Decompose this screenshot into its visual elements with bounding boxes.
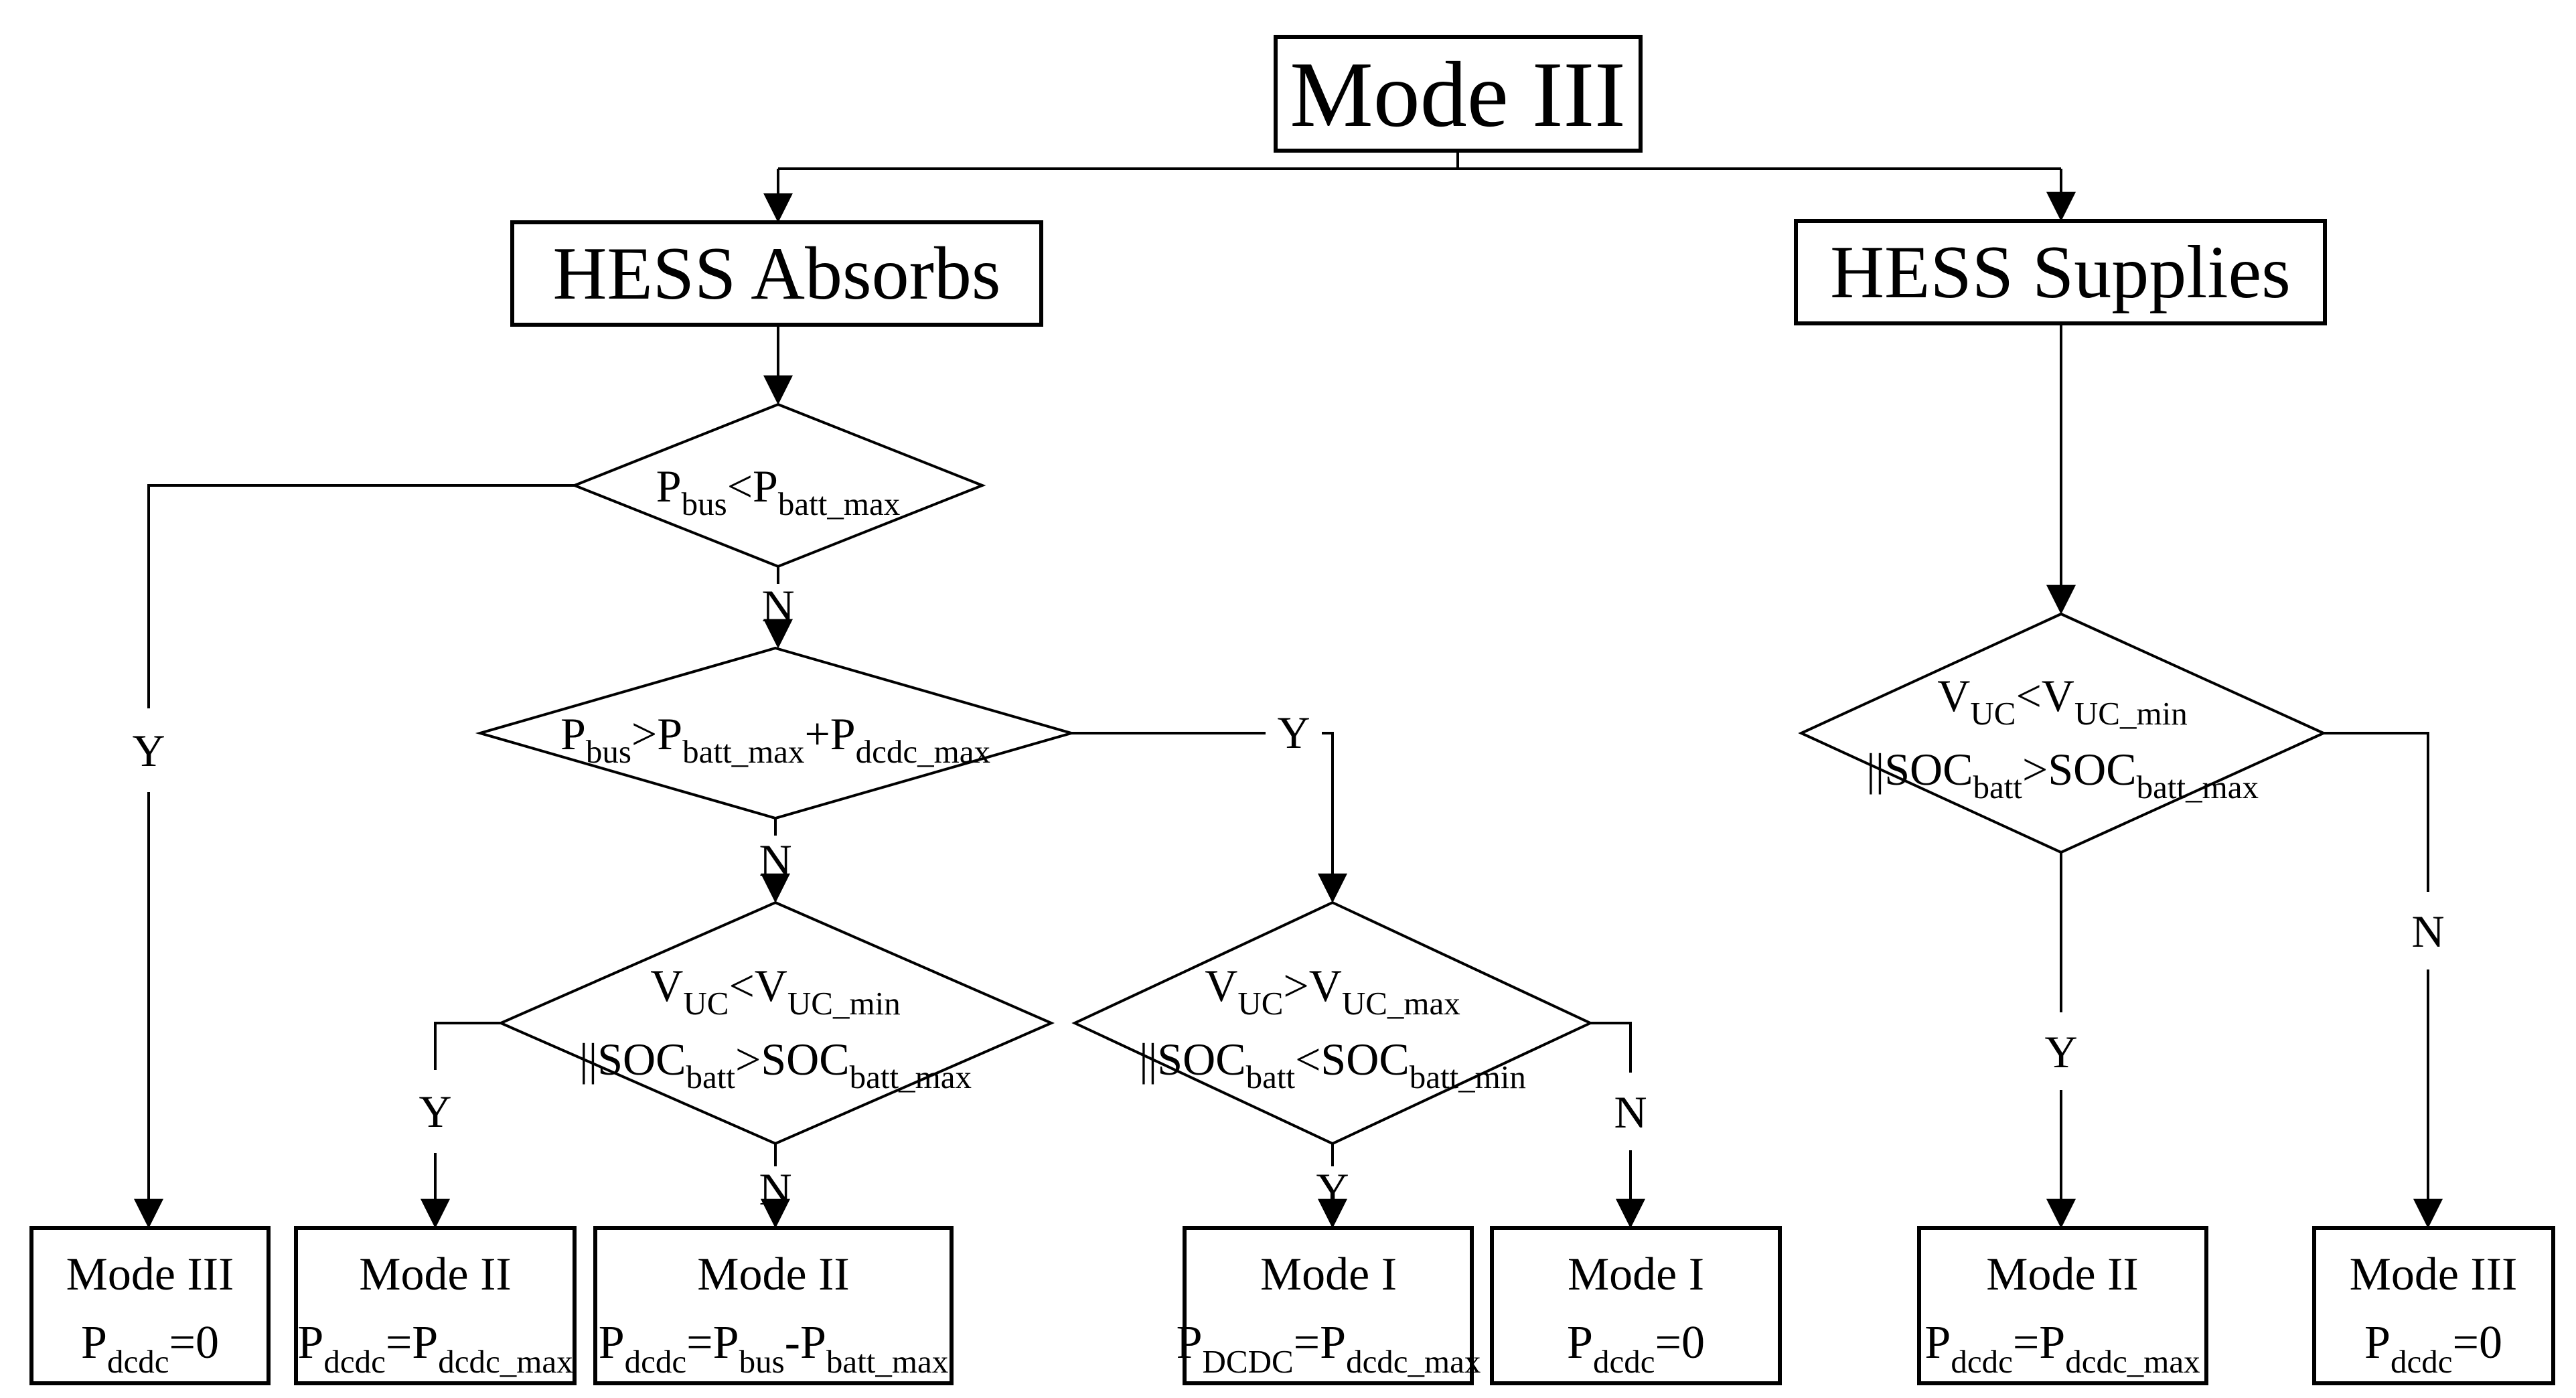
label-yes-d5: Y <box>2044 1026 2077 1077</box>
outcome-5-box <box>1490 1226 1782 1385</box>
root-box <box>1274 35 1643 153</box>
outcome-7-box <box>2312 1226 2555 1385</box>
outcome-7-title: Mode III <box>2350 1249 2518 1300</box>
outcome-1-title: Mode III <box>66 1249 234 1300</box>
decision-2-diamond <box>475 646 1077 820</box>
outcome-5-formula: Pdcdc=0 <box>1567 1317 1705 1380</box>
hess-supplies-box <box>1794 219 2327 325</box>
outcome-2-box <box>294 1226 577 1385</box>
outcome-box-2: Mode II Pdcdc=Pdcdc_max <box>294 1226 577 1385</box>
outcome-6-title: Mode II <box>1986 1249 2138 1300</box>
outcome-6-formula: Pdcdc=Pdcdc_max <box>1924 1317 2200 1380</box>
outcome-4-formula: PDCDC=Pdcdc_max <box>1177 1317 1481 1380</box>
outcome-6-box <box>1917 1226 2208 1385</box>
decision-3-label-line1: VUC<VUC_min <box>650 960 900 1022</box>
outcome-3-box <box>593 1226 954 1385</box>
outcome-box-6: Mode II Pdcdc=Pdcdc_max <box>1917 1226 2208 1385</box>
outcome-5-title: Mode I <box>1568 1249 1704 1300</box>
label-yes-d1: Y <box>132 725 165 776</box>
outcome-1-box <box>29 1226 271 1385</box>
label-yes-d4: Y <box>1316 1164 1349 1215</box>
root-label: Mode III <box>1290 43 1625 147</box>
edge-d2-yes-b <box>1318 732 1347 903</box>
decision-pbus-gt-sum: Pbus>Pbatt_max+Pdcdc_max <box>475 646 1077 820</box>
edge-d1-yes-a <box>147 484 575 708</box>
decision-3-label-line2: ||SOCbatt>SOCbatt_max <box>579 1034 972 1095</box>
edge-d5-no-a <box>2324 732 2429 892</box>
outcome-1-formula: Pdcdc=0 <box>81 1317 219 1380</box>
decision-5-diamond <box>1798 612 2327 854</box>
label-no-d5: N <box>2411 906 2444 957</box>
edge-d3-yes-a <box>434 1022 501 1070</box>
edges <box>134 151 2443 1229</box>
outcome-box-3: Mode II Pdcdc=Pbus-Pbatt_max <box>593 1226 954 1385</box>
decision-pbus-lt-pbattmax: Pbus<Pbatt_max <box>571 402 986 568</box>
outcome-box-4: Mode I PDCDC=Pdcdc_max <box>1177 1226 1481 1385</box>
outcome-3-formula: Pdcdc=Pbus-Pbatt_max <box>599 1317 949 1380</box>
outcome-3-title: Mode II <box>697 1249 849 1300</box>
outcome-box-7: Mode III Pdcdc=0 <box>2312 1226 2555 1385</box>
decision-1-label: Pbus<Pbatt_max <box>656 461 900 522</box>
decision-4-label-line1: VUC>VUC_max <box>1205 960 1460 1022</box>
hess-absorbs-label: HESS Absorbs <box>552 232 1000 315</box>
node-root: Mode III <box>1274 35 1643 153</box>
hess-supplies-label: HESS Supplies <box>1830 231 2291 314</box>
decision-vuc-low-left: VUC<VUC_min ||SOCbatt>SOCbatt_max <box>498 901 1055 1146</box>
outcome-7-formula: Pdcdc=0 <box>2364 1317 2502 1380</box>
edge-d4-no-a <box>1590 1022 1632 1073</box>
label-yes-d3: Y <box>419 1086 451 1137</box>
label-no-d1: N <box>761 580 794 631</box>
label-yes-d2: Y <box>1277 707 1310 758</box>
decision-4-diamond <box>1071 901 1594 1146</box>
outcome-2-formula: Pdcdc=Pdcdc_max <box>297 1317 573 1380</box>
outcome-4-box <box>1183 1226 1474 1385</box>
branch-labels: Y N Y N Y N Y N Y N <box>132 580 2444 1215</box>
decision-2-label: Pbus>Pbatt_max+Pdcdc_max <box>560 708 990 770</box>
outcome-box-5: Mode I Pdcdc=0 <box>1490 1226 1782 1385</box>
decision-5-label-line1: VUC<VUC_min <box>1937 670 2187 732</box>
decision-3-diamond <box>498 901 1055 1146</box>
decision-vuc-low-right: VUC<VUC_min ||SOCbatt>SOCbatt_max <box>1798 612 2327 854</box>
decision-5-label-line2: ||SOCbatt>SOCbatt_max <box>1866 744 2259 805</box>
label-no-d2: N <box>759 835 791 886</box>
label-no-d4: N <box>1614 1087 1647 1138</box>
outcome-4-title: Mode I <box>1260 1249 1397 1300</box>
decision-1-diamond <box>571 402 986 568</box>
hess-absorbs-box <box>510 220 1043 327</box>
label-no-d3: N <box>759 1164 791 1215</box>
decision-vuc-high: VUC>VUC_max ||SOCbatt<SOCbatt_min <box>1071 901 1594 1146</box>
outcome-box-1: Mode III Pdcdc=0 <box>29 1226 271 1385</box>
node-hess-supplies: HESS Supplies <box>1794 219 2327 325</box>
outcome-2-title: Mode II <box>359 1249 511 1300</box>
decision-4-label-line2: ||SOCbatt<SOCbatt_min <box>1139 1034 1526 1095</box>
node-hess-absorbs: HESS Absorbs <box>510 220 1043 327</box>
